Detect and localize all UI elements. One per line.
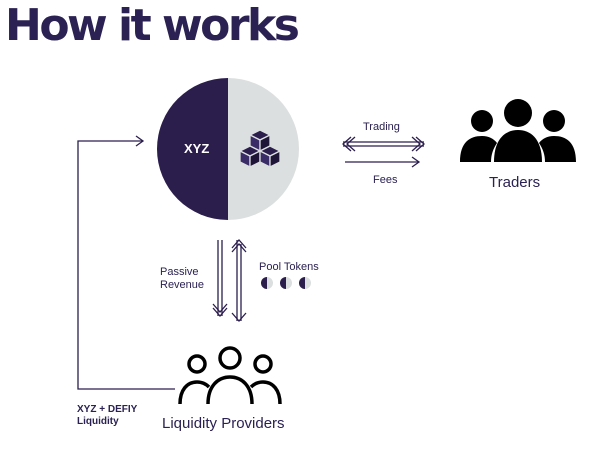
liquidity-return-arrow (77, 135, 175, 390)
vertical-arrows (212, 239, 247, 322)
pool-token-icon (280, 277, 292, 289)
pool-token-icon (261, 277, 273, 289)
pool-token-icon (299, 277, 311, 289)
people-outline-icon (178, 346, 282, 405)
pool-token-icons (261, 277, 311, 289)
passive-revenue-label: Passive Revenue (160, 266, 205, 291)
people-group-icon (460, 99, 576, 162)
page-title: How it works (5, 0, 300, 51)
trading-fees-arrows (342, 136, 425, 168)
trading-label: Trading (363, 121, 400, 133)
liquidity-label: XYZ + DEFIY Liquidity (77, 404, 138, 427)
cubes-icon (238, 129, 282, 169)
traders-label: Traders (489, 174, 541, 191)
liquidity-providers-label: Liquidity Providers (162, 415, 285, 432)
pool-label: XYZ (184, 141, 210, 156)
pool-tokens-label: Pool Tokens (259, 261, 319, 273)
fees-label: Fees (373, 174, 398, 186)
pool-circle (157, 78, 299, 220)
